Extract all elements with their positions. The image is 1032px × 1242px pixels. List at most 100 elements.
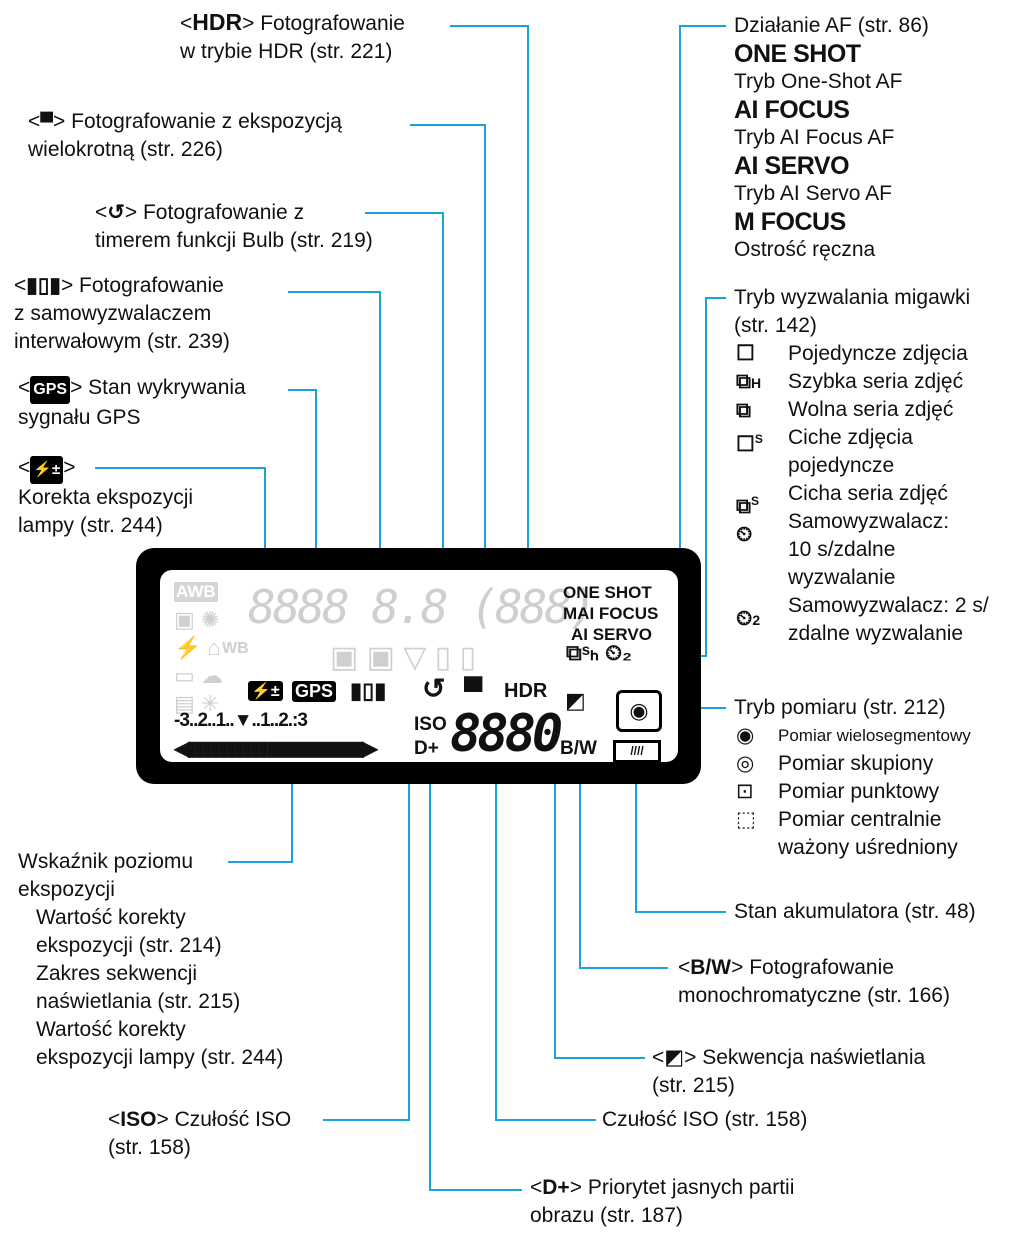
lcd-iso: ISO [414, 714, 447, 735]
drive-icons: ☐ ⧉H ⧉ ☐S ⧉S ⏲ ⏲2 [736, 340, 763, 634]
flash-comp-label2: lampy (str. 244) [18, 514, 163, 537]
iso-value-label: Czułość ISO (str. 158) [602, 1108, 808, 1131]
gps-tag: GPS [30, 376, 71, 404]
bracket-label: Sekwencja naświetlania [702, 1046, 926, 1069]
self-timer-10-icon: ⏲ [736, 523, 753, 546]
lcd-big-digits: 8880 [450, 704, 563, 764]
bulb-label2: timerem funkcji Bulb (str. 219) [95, 229, 373, 252]
af-callout: Działanie AF (str. 86) ONE SHOT Tryb One… [734, 12, 929, 264]
exposure-item: Wartość korekty [36, 906, 186, 929]
iso-callout: <ISO> Czułość ISO (str. 158) [108, 1108, 292, 1159]
exposure-item: naświetlania (str. 215) [36, 990, 241, 1013]
dplus-label: Priorytet jasnych partii [587, 1176, 795, 1199]
silent-single-icon: ☐S [736, 432, 763, 456]
lcd-gps-icon: GPS [292, 681, 337, 702]
metering-callout: Tryb pomiaru (str. 212) [734, 694, 946, 722]
interval-label: Fotografowanie [79, 274, 224, 297]
af-mode-name: AI SERVO [734, 152, 850, 180]
center-weighted-metering-icon: ⬚ [736, 808, 756, 831]
lcd-panel [160, 570, 678, 762]
flash-comp-label: Korekta ekspozycji [18, 486, 194, 509]
metering-item-label: Pomiar centralnie [778, 808, 942, 831]
lcd-ghost-icons: ▣ ▣ ▽ ▯ ▯ [330, 641, 477, 674]
flash-comp-icon: ⚡± [30, 456, 64, 484]
gps-callout: <GPS> Stan wykrywania sygnału GPS [18, 376, 246, 429]
drive-title2: (str. 142) [734, 314, 817, 337]
lcd-gps-label: GPS [292, 681, 337, 702]
bulb-callout: <↺> Fotografowanie z timerem funkcji Bul… [95, 201, 373, 252]
hdr-leader [450, 25, 529, 688]
dplus-label2: obrazu (str. 187) [530, 1204, 683, 1227]
iso-value-callout: Czułość ISO (str. 158) [602, 1106, 807, 1134]
drive-items: Pojedyncze zdjęcia Szybka seria zdjęć Wo… [788, 340, 989, 648]
lcd-af-ai-servo: AI SERVO [571, 625, 652, 644]
hdr-label: Fotografowanie [260, 12, 405, 35]
bw-label2: monochromatyczne (str. 166) [678, 984, 950, 1007]
exposure-callout: Wskaźnik poziomu ekspozycji Wartość kore… [18, 848, 283, 1072]
af-mode-name: ONE SHOT [734, 40, 861, 68]
exposure-title: Wskaźnik poziomu [18, 850, 194, 873]
gps-label: Stan wykrywania [88, 376, 246, 399]
lcd-battery-icon: //// [613, 740, 661, 763]
af-title: Działanie AF (str. 86) [734, 14, 929, 37]
metering-icons: ◉ ◎ ⊡ ⬚ [736, 722, 756, 834]
af-mode-desc: Tryb One-Shot AF [734, 70, 903, 93]
spot-metering-icon: ⊡ [736, 780, 754, 803]
af-mode-desc: Ostrość ręczna [734, 238, 876, 261]
metering-item-label: Pomiar wielosegmentowy [778, 726, 971, 745]
bulb-label: Fotografowanie z [142, 201, 305, 224]
dplus-tag: D+ [542, 1176, 570, 1199]
bracket-callout: <◩> Sekwencja naświetlania (str. 215) [652, 1046, 926, 1097]
iso-label2: (str. 158) [108, 1136, 191, 1159]
lcd-hdr: HDR [504, 680, 548, 702]
hdr-callout: <HDR> Fotografowanie w trybie HDR (str. … [180, 9, 405, 63]
partial-metering-icon: ◎ [736, 752, 755, 775]
iso-label: Czułość ISO [174, 1108, 292, 1131]
interval-label3: interwałowym (str. 239) [14, 330, 230, 353]
drive-callout: Tryb wyzwalania migawki (str. 142) [734, 284, 970, 340]
lcd-af-ai-focus: MAI FOCUS [563, 604, 659, 623]
lcd-exposure-scale: -3..2..1..▼..1..2.:3 [174, 710, 308, 731]
bw-leader [579, 742, 668, 969]
interval-timer-icon: ▮▯▮ [26, 274, 61, 297]
self-timer-2-icon: ⏲2 [736, 607, 761, 630]
bracket-leader [554, 705, 645, 1059]
drive-title: Tryb wyzwalania migawki [734, 286, 971, 309]
drive-item-label: Cicha seria zdjęć [788, 482, 948, 505]
drive-item-label: 10 s/zdalne [788, 538, 896, 561]
multi-exposure-icon: ▀ [40, 112, 54, 132]
lcd-bracket-icon: ◩ [565, 688, 586, 713]
af-leader [665, 25, 726, 609]
lcd-wb: WB [222, 640, 249, 657]
bracketing-icon: ◩ [664, 1046, 685, 1069]
exposure-title2: ekspozycji [18, 878, 115, 901]
iso-value-leader [495, 742, 596, 1121]
af-mode-name: AI FOCUS [734, 96, 850, 124]
drive-item-label: Pojedyncze zdjęcia [788, 342, 968, 365]
dplus-leader [429, 742, 522, 1191]
bulb-timer-icon: ↺ [107, 201, 125, 224]
lcd-multi-icon: ▀ [464, 676, 483, 706]
lcd-flash-comp-icon: ⚡± [248, 681, 283, 701]
gps-label2: sygnału GPS [18, 406, 141, 429]
bw-label: Fotografowanie [749, 956, 894, 979]
metering-title: Tryb pomiaru (str. 212) [734, 696, 946, 719]
interval-label2: z samowyzwalaczem [14, 302, 212, 325]
interval-callout: <▮▯▮> Fotografowanie z samowyzwalaczem i… [14, 274, 230, 353]
drive-item-label: Ciche zdjęcia [788, 426, 913, 449]
battery-leader [635, 742, 726, 913]
af-mode-desc: Tryb AI Servo AF [734, 182, 892, 205]
battery-label: Stan akumulatora (str. 48) [734, 900, 976, 923]
lcd-af-modes: ONE SHOT MAI FOCUS AI SERVO [563, 582, 658, 645]
hdr-label2: w trybie HDR (str. 221) [180, 40, 393, 63]
bracket-label2: (str. 215) [652, 1074, 735, 1097]
multi-callout: <▀> Fotografowanie z ekspozycją wielokro… [28, 110, 342, 161]
drive-item-label: Samowyzwalacz: [788, 510, 950, 533]
lcd-awb: AWB [174, 582, 218, 602]
bw-callout: <B/W> Fotografowanie monochromatyczne (s… [678, 956, 950, 1007]
lcd-segments: 8888 8.8 (888) [248, 580, 597, 634]
single-shot-icon: ☐ [736, 342, 755, 365]
dplus-callout: <D+> Priorytet jasnych partii obrazu (st… [530, 1176, 795, 1227]
lcd-exposure-bar: ◀▮▮▮▮▮▮▮▮▮▮▮▮▮▮▮▮▮▮▮▮▮▮▶ [174, 738, 378, 760]
